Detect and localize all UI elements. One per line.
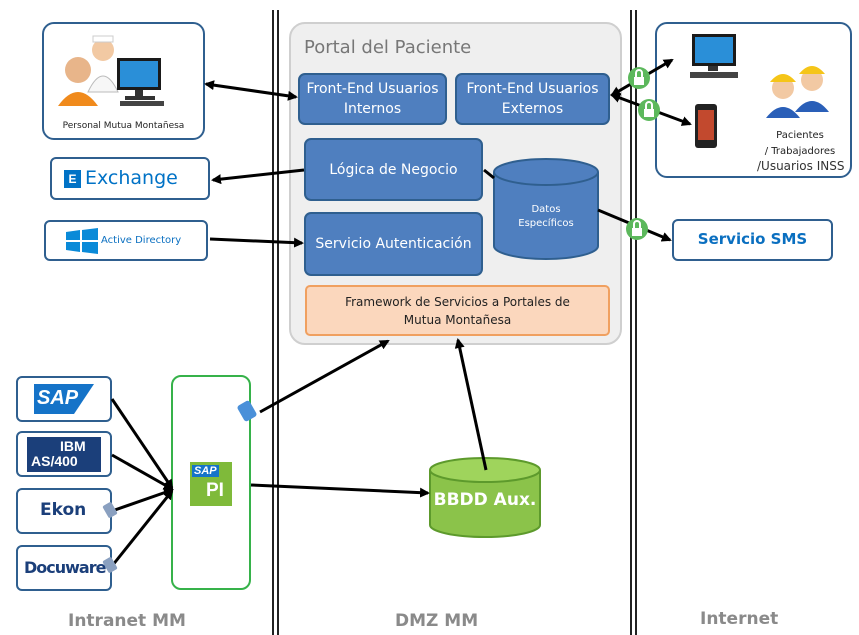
- sap-pi-pi-label: PI: [206, 480, 224, 501]
- portal-title: Portal del Paciente: [304, 37, 472, 58]
- servicio-sms-box: [672, 219, 833, 261]
- sap-pi-sap-label: SAP: [192, 465, 219, 477]
- docuware-label: Docuware: [24, 558, 106, 577]
- ekon-box: [16, 488, 112, 534]
- trabajadores-label: / Trabajadores: [764, 146, 836, 157]
- bbdd-aux-label: BBDD Aux.: [433, 490, 537, 510]
- zone-label-intranet: Intranet MM: [68, 611, 186, 631]
- docuware-box: [16, 545, 112, 591]
- zone-label-internet: Internet: [700, 609, 779, 629]
- as400-label: AS/400: [31, 453, 78, 469]
- exchange-label: Exchange: [85, 167, 178, 189]
- logica-negocio-box: Lógica de Negocio: [304, 138, 483, 201]
- sap-label: SAP: [37, 387, 79, 409]
- zone-divider-left: [272, 10, 274, 635]
- servicio-sms-label: Servicio SMS: [697, 230, 808, 248]
- zone-divider-left-2: [277, 10, 279, 635]
- ekon-label: Ekon: [40, 500, 87, 520]
- exchange-icon: E: [64, 170, 81, 188]
- active-directory-label: Active Directory: [101, 235, 182, 246]
- personal-label: Personal Mutua Montañesa: [62, 121, 185, 131]
- active-directory-box: [44, 220, 208, 261]
- zone-divider-right-2: [635, 10, 637, 635]
- frontend-internos-box: Front-End Usuarios Internos: [298, 73, 447, 125]
- zone-divider-right: [630, 10, 632, 635]
- usuarios-inss-label: /Usuarios INSS: [757, 159, 845, 173]
- zone-label-dmz: DMZ MM: [395, 611, 479, 631]
- datos-especificos-label: Datos Específicos: [518, 204, 574, 229]
- pacientes-label: Pacientes: [776, 130, 824, 141]
- framework-box: Framework de Servicios a Portales de Mut…: [305, 285, 610, 336]
- frontend-externos-box: Front-End Usuarios Externos: [455, 73, 610, 125]
- ibm-label: IBM: [60, 438, 86, 454]
- servicio-autenticacion-box: Servicio Autenticación: [304, 212, 483, 276]
- pacientes-box: [655, 22, 852, 178]
- ibm-logo: [27, 437, 101, 472]
